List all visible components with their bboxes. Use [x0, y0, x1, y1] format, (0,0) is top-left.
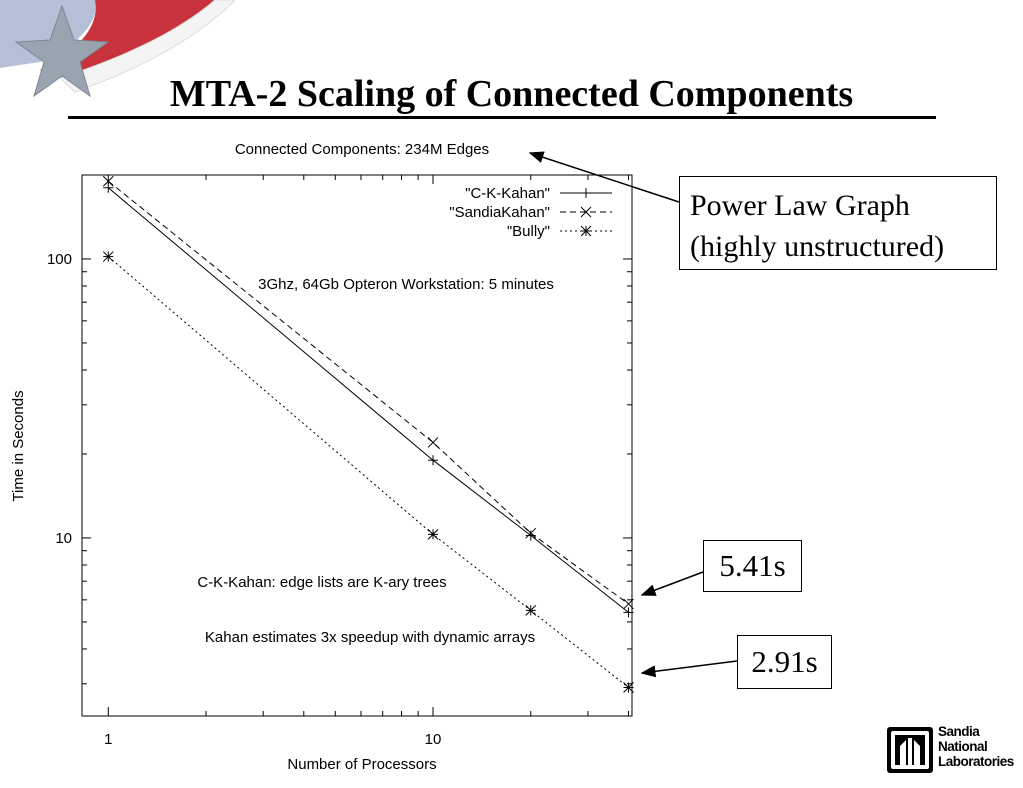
logo-line1: Sandia — [938, 724, 980, 739]
y-tick-label: 100 — [47, 251, 72, 268]
logo-line2: National — [938, 739, 988, 754]
title-underline — [68, 116, 936, 119]
data-point — [580, 225, 592, 237]
legend-label: "C-K-Kahan" — [465, 185, 550, 202]
title-callout-arrow — [528, 151, 680, 203]
data-point — [427, 529, 439, 540]
y-tick-label: 10 — [55, 530, 72, 547]
ck-time-callout: 5.41s — [703, 540, 802, 592]
chart-annotation: 3Ghz, 64Gb Opteron Workstation: 5 minute… — [258, 276, 554, 293]
data-point — [427, 437, 439, 448]
data-point — [623, 598, 634, 610]
data-point — [103, 182, 114, 193]
power-law-callout: Power Law Graph (highly unstructured) — [679, 176, 997, 270]
chart-annotation: Kahan estimates 3x speedup with dynamic … — [205, 629, 535, 646]
plot-frame — [81, 174, 633, 717]
x-axis-label: Number of Processors — [287, 756, 436, 773]
flag-white-stripe — [59, 0, 236, 93]
sandia-thunderbird-icon — [887, 727, 933, 773]
bully-time-arrow — [640, 660, 738, 678]
logo-line3: Laboratories — [938, 754, 1014, 769]
power-law-line1: Power Law Graph — [690, 189, 910, 222]
data-point — [102, 251, 114, 262]
data-point — [428, 455, 439, 466]
legend-label: "SandiaKahan" — [449, 204, 550, 221]
data-point — [623, 682, 634, 693]
ck-time-arrow — [640, 571, 704, 596]
sandia-logo: Sandia National Laboratories — [886, 724, 1016, 778]
flag-blue-field — [0, 0, 96, 68]
power-law-line2: (highly unstructured) — [690, 230, 945, 263]
x-tick-label: 1 — [104, 731, 112, 748]
x-tick-label: 10 — [425, 731, 442, 748]
slide-title: MTA-2 Scaling of Connected Components — [169, 73, 854, 115]
series-line — [107, 187, 629, 613]
data-point — [623, 607, 634, 618]
chart-annotation: C-K-Kahan: edge lists are K-ary trees — [197, 574, 446, 591]
data-point — [102, 175, 114, 187]
data-point — [581, 188, 591, 198]
series-line — [107, 180, 629, 605]
legend-label: "Bully" — [507, 223, 550, 240]
y-axis-label: Time in Seconds — [10, 390, 27, 501]
chart-title: Connected Components: 234M Edges — [235, 141, 489, 158]
data-point — [580, 206, 592, 218]
data-point — [525, 605, 537, 616]
star-shape — [14, 4, 110, 98]
bully-time-callout: 2.91s — [737, 635, 832, 689]
data-point — [525, 527, 537, 539]
